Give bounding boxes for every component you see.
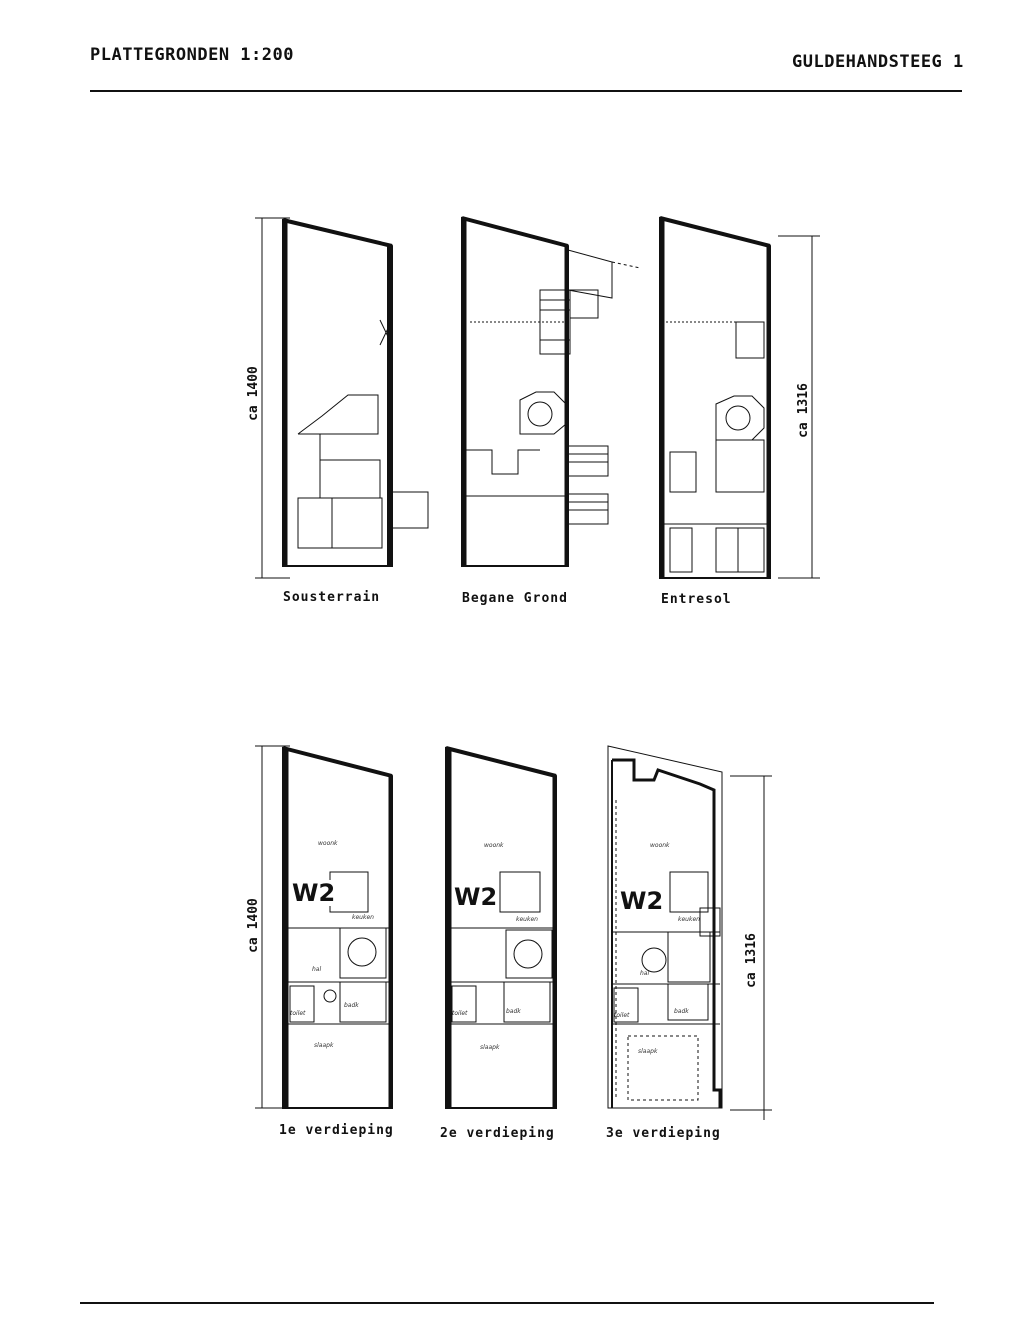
plan-verdieping-1 [282, 746, 393, 1109]
document-address: GULDEHANDSTEEG 1 [792, 52, 964, 72]
plan-entresol [659, 216, 771, 579]
room-label: slaapk [480, 1044, 500, 1051]
caption-verdieping-1: 1e verdieping [279, 1123, 394, 1138]
plan-sousterrain [282, 218, 429, 567]
dimension-label-right-bottom: ca 1316 [743, 933, 759, 988]
room-label: woonk [318, 840, 338, 847]
room-label: woonk [650, 842, 670, 849]
unit-label-2: W2 [452, 883, 500, 911]
room-label: slaapk [314, 1042, 334, 1049]
unit-label-1: W2 [290, 879, 338, 907]
caption-sousterrain: Sousterrain [283, 590, 381, 605]
room-label: keuken [678, 916, 700, 923]
plan-begane-grond [461, 216, 641, 567]
room-label: toilet [290, 1010, 306, 1017]
dimension-line-left-top [255, 217, 290, 579]
room-label: badk [506, 1008, 521, 1015]
dimension-label-right-top: ca 1316 [795, 383, 811, 438]
room-label: keuken [516, 916, 538, 923]
plan-verdieping-2 [445, 746, 557, 1109]
room-label: slaapk [638, 1048, 658, 1055]
room-label: hal [312, 966, 322, 973]
top-rule [90, 90, 962, 92]
dimension-line-right-bottom [730, 775, 772, 1120]
dimension-label-left-top: ca 1400 [245, 366, 261, 421]
bottom-rule [80, 1302, 934, 1304]
unit-label-3: W2 [618, 887, 666, 915]
room-label: hal [640, 970, 650, 977]
room-label: badk [674, 1008, 689, 1015]
room-label: keuken [352, 914, 374, 921]
caption-begane-grond: Begane Grond [462, 591, 568, 606]
room-label: woonk [484, 842, 504, 849]
document-title: PLATTEGRONDEN 1:200 [90, 45, 294, 65]
plan-verdieping-3 [607, 745, 723, 1109]
caption-verdieping-3: 3e verdieping [606, 1126, 721, 1141]
room-label: toilet [452, 1010, 468, 1017]
caption-verdieping-2: 2e verdieping [440, 1126, 555, 1141]
dimension-label-left-bottom: ca 1400 [245, 898, 261, 953]
room-label: toilet [614, 1012, 630, 1019]
dimension-line-right-top [778, 235, 820, 579]
caption-entresol: Entresol [661, 592, 732, 607]
room-label: badk [344, 1002, 359, 1009]
